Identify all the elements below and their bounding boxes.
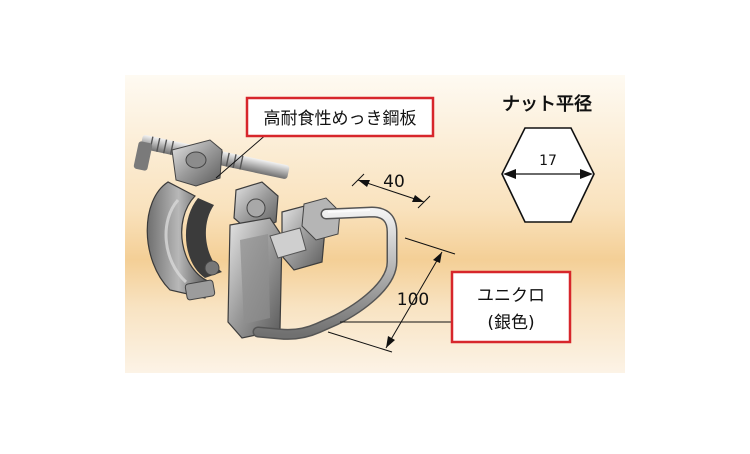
dimension-100 <box>327 237 456 353</box>
material-callout-box <box>245 96 435 138</box>
clamp-jaw <box>146 181 211 299</box>
u-bolt <box>252 206 398 340</box>
material-leader-line <box>215 132 269 179</box>
material-callout-text: 高耐食性めっき鋼板 <box>264 109 417 129</box>
nut-width-value: 17 <box>539 153 557 169</box>
clamp-illustration <box>133 135 398 340</box>
dimension-100-label: 100 <box>397 290 429 310</box>
hex-nut-shape <box>501 127 595 223</box>
nut-width-title: ナット平径 <box>502 93 592 115</box>
finish-callout-line1: ユニクロ <box>477 286 545 306</box>
dimension-40-label: 40 <box>383 172 405 192</box>
nut-dimension-arrow <box>503 169 593 179</box>
finish-callout-line2: (銀色) <box>487 313 534 333</box>
dimension-40 <box>351 173 431 209</box>
finish-callout-box <box>450 270 572 344</box>
